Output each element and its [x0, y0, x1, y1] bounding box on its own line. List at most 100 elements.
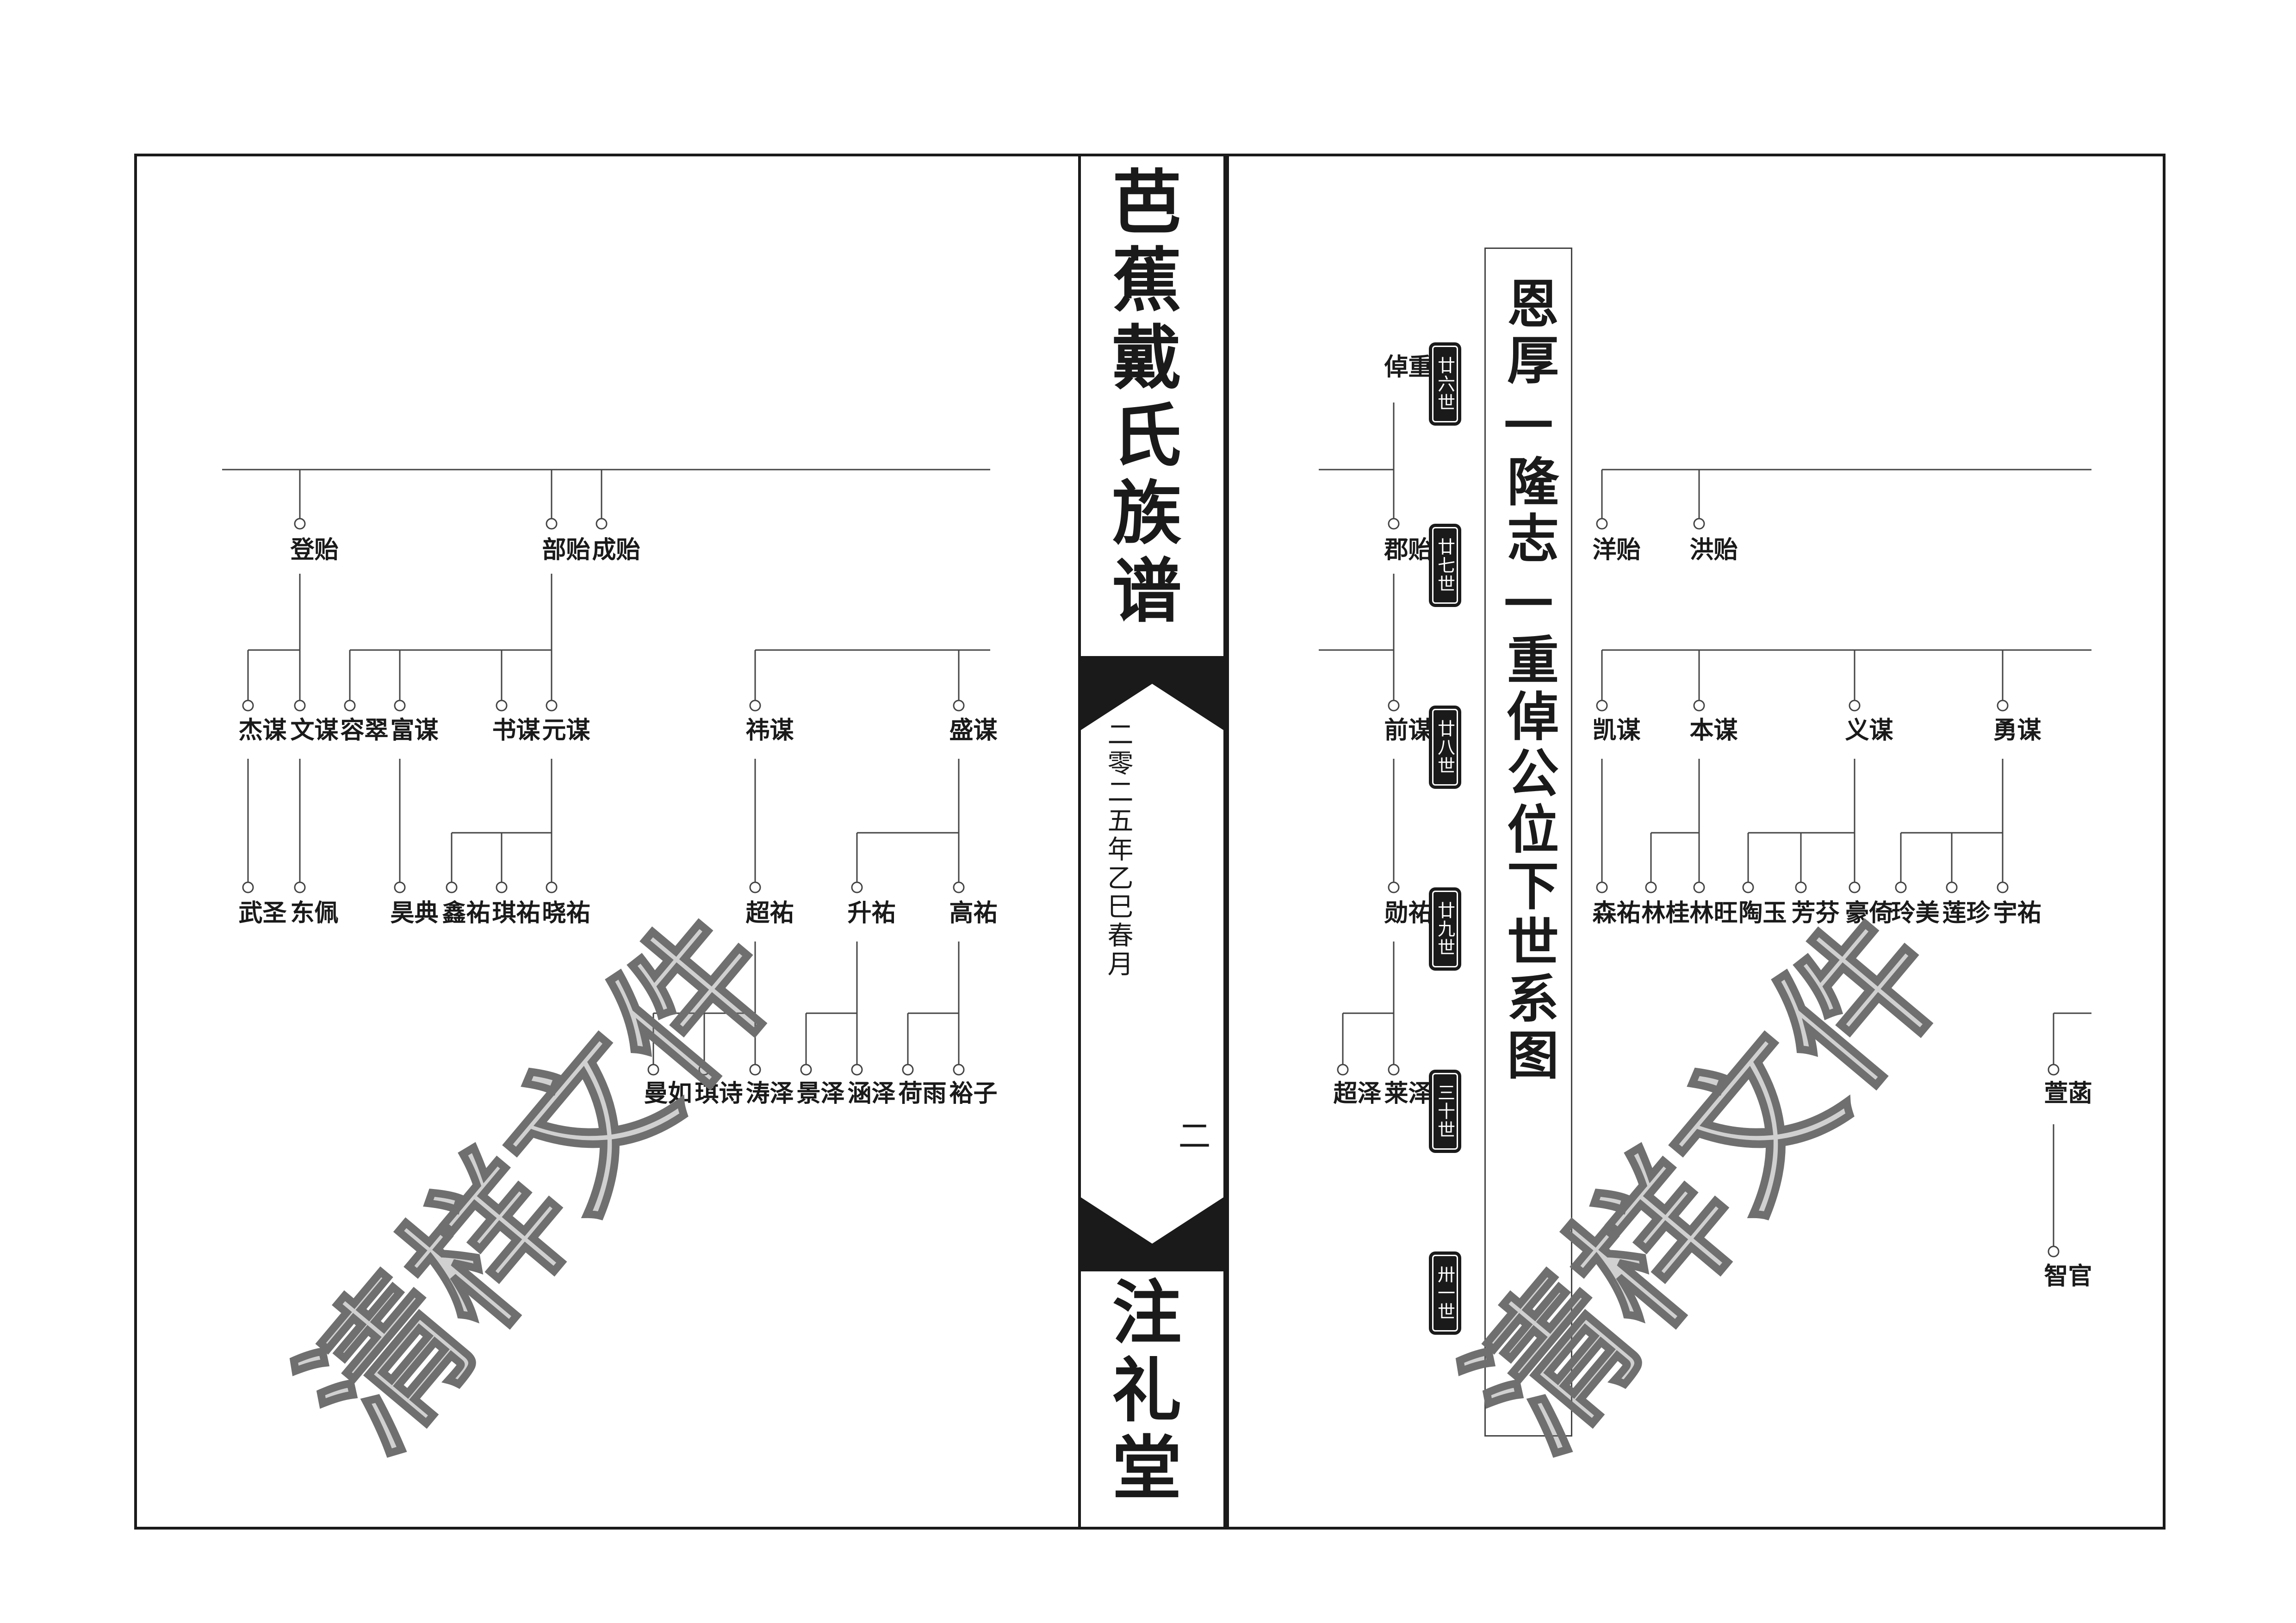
person-name: 谋富	[386, 717, 438, 745]
tree-node	[1596, 518, 1608, 530]
person-name: 菡萱	[2040, 1080, 2092, 1108]
person-name: 贻洋	[1588, 537, 1640, 564]
person-name: 贻郡	[1380, 537, 1432, 564]
spine: 芭蕉戴氏族谱 二零二五年乙巳春月 二 注礼堂	[1078, 154, 1226, 1530]
tree-node	[446, 881, 458, 893]
tree-node	[1946, 881, 1958, 893]
tree-node	[1596, 700, 1608, 712]
tree-node	[851, 1064, 863, 1076]
tree-node	[902, 1064, 914, 1076]
tree-node	[496, 700, 508, 712]
tree-node	[294, 881, 306, 893]
tree-node	[546, 518, 558, 530]
person-name: 圣武	[234, 900, 286, 928]
person-name: 雨荷	[894, 1080, 946, 1108]
generation-badge: 廿七世	[1429, 524, 1461, 607]
person-name: 贻登	[286, 537, 338, 564]
tree-node	[546, 700, 558, 712]
tree-node	[1693, 518, 1705, 530]
person-name: 重倬	[1380, 354, 1432, 382]
person-name: 典昊	[386, 900, 438, 928]
tree-node	[596, 518, 608, 530]
tree-node	[394, 881, 406, 893]
tree-node	[242, 700, 254, 712]
person-name: 谋前	[1380, 717, 1432, 745]
person-name: 祐森	[1588, 900, 1640, 928]
person-name: 谋凯	[1588, 717, 1640, 745]
person-name: 泽涵	[843, 1080, 895, 1108]
person-name: 泽涛	[741, 1080, 794, 1108]
person-name: 谋文	[286, 717, 338, 745]
person-name: 美玲	[1887, 900, 1939, 928]
branch-title-box: 恩厚—隆志—重倬公位下世系图	[1484, 248, 1572, 1437]
generation-badge: 卅一世	[1429, 1251, 1461, 1335]
tree-node	[2048, 1245, 2060, 1258]
tree-node	[1388, 881, 1400, 893]
person-name: 泽莱	[1380, 1080, 1432, 1108]
person-name: 桂林	[1637, 900, 1689, 928]
spine-page-number: 二	[1173, 1119, 1211, 1151]
generation-badge: 三十世	[1429, 1070, 1461, 1153]
person-name: 祐勋	[1380, 900, 1432, 928]
person-name: 谋勇	[1989, 717, 2041, 745]
tree-node	[1795, 881, 1807, 893]
person-name: 谋杰	[234, 717, 286, 745]
tree-node	[294, 700, 306, 712]
branch-title: 恩厚—隆志—重倬公位下世系图	[1498, 277, 1559, 1084]
tree-node	[1388, 1064, 1400, 1076]
tree-node	[1596, 881, 1608, 893]
tree-node	[242, 881, 254, 893]
tree-node	[1742, 881, 1754, 893]
person-name: 谋义	[1841, 717, 1893, 745]
person-name: 泽景	[792, 1080, 844, 1108]
tree-node	[1693, 881, 1705, 893]
tree-node	[953, 700, 965, 712]
tree-node	[1997, 700, 2009, 712]
person-name: 诗琪	[690, 1080, 743, 1108]
person-name: 谋书	[488, 717, 540, 745]
tree-node	[546, 881, 558, 893]
person-name: 谋盛	[945, 717, 997, 745]
person-name: 翠容	[336, 717, 388, 745]
spine-hall: 注礼堂	[1100, 1276, 1182, 1509]
person-name: 祐高	[945, 900, 997, 928]
person-name: 玉陶	[1734, 900, 1787, 928]
spine-title: 芭蕉戴氏族谱	[1100, 166, 1182, 632]
person-name: 子裕	[945, 1080, 997, 1108]
person-name: 祐琪	[488, 900, 540, 928]
tree-node	[294, 518, 306, 530]
tree-node	[1693, 700, 1705, 712]
tree-node	[851, 881, 863, 893]
spine-band-bottom	[1081, 1197, 1223, 1271]
spine-date: 二零二五年乙巳春月	[1103, 721, 1133, 979]
tree-node	[1388, 518, 1400, 530]
person-name: 贻部	[538, 537, 590, 564]
person-name: 祐鑫	[438, 900, 490, 928]
tree-node	[2048, 1064, 2060, 1076]
tree-node	[496, 881, 508, 893]
tree-node	[1895, 881, 1907, 893]
person-name: 谋本	[1685, 717, 1738, 745]
tree-node	[344, 700, 356, 712]
tree-node	[394, 700, 406, 712]
person-name: 珍莲	[1938, 900, 1990, 928]
tree-node	[749, 881, 761, 893]
person-name: 谋祎	[741, 717, 794, 745]
person-name: 祐宇	[1989, 900, 2041, 928]
generation-badge: 廿六世	[1429, 342, 1461, 426]
tree-node	[800, 1064, 812, 1076]
person-name: 如曼	[639, 1080, 692, 1108]
tree-node	[749, 1064, 761, 1076]
tree-node	[1849, 881, 1861, 893]
tree-node	[698, 1064, 710, 1076]
person-name: 贻成	[588, 537, 640, 564]
right-page-frame	[1226, 154, 2166, 1530]
tree-node	[953, 881, 965, 893]
person-name: 祐升	[843, 900, 895, 928]
person-name: 倚豪	[1841, 900, 1893, 928]
generation-badge: 廿八世	[1429, 706, 1461, 789]
person-name: 祐晓	[538, 900, 590, 928]
tree-node	[1645, 881, 1657, 893]
tree-node	[749, 700, 761, 712]
tree-node	[1337, 1064, 1349, 1076]
